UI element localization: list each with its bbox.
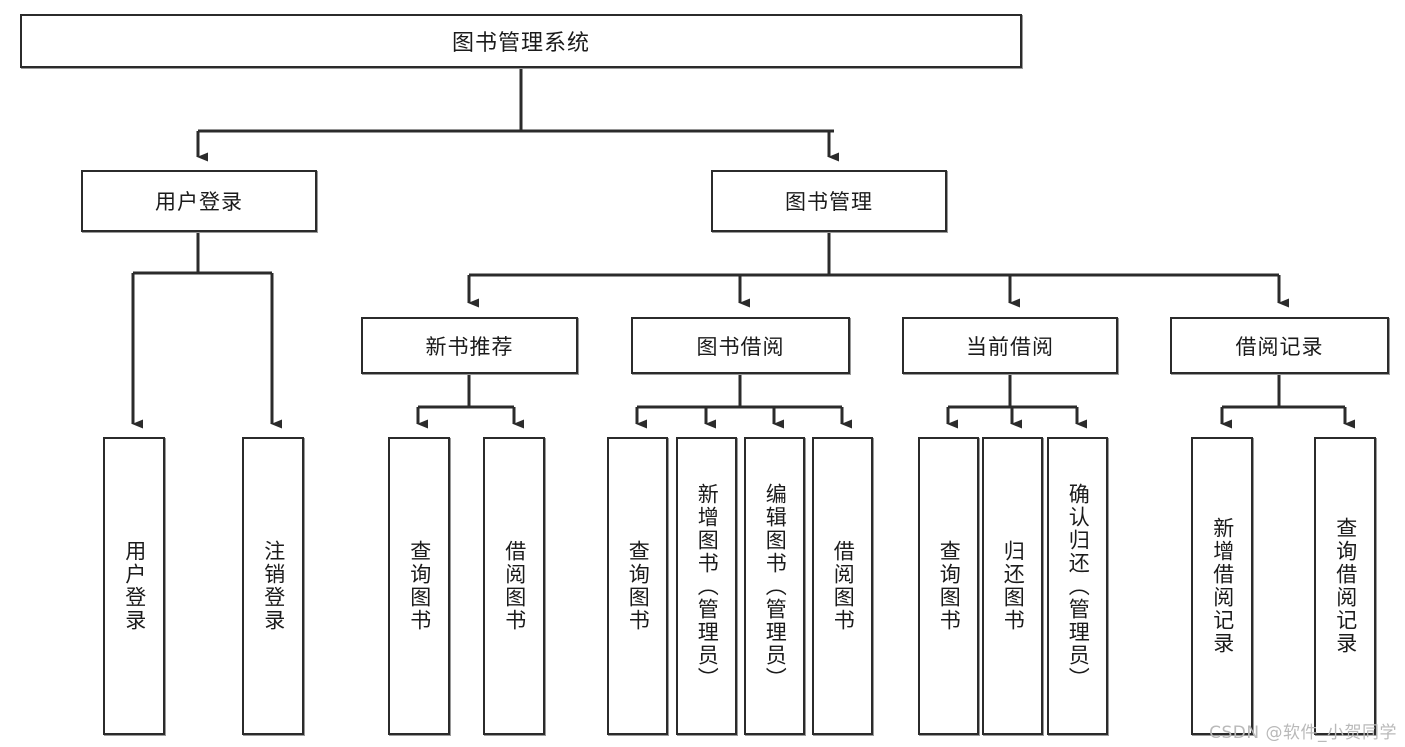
node-leaf-query-book-2-label: 查询图书 [626,540,651,632]
node-leaf-query-book-1-label: 查询图书 [407,540,432,632]
node-user-login-label: 用户登录 [155,190,243,214]
node-leaf-return-book[interactable]: 归还图书 [982,437,1043,735]
node-book-manage-label: 图书管理 [785,190,873,214]
node-leaf-borrow-book-1-label: 借阅图书 [502,540,527,632]
node-leaf-query-book-1[interactable]: 查询图书 [388,437,450,735]
node-book-manage[interactable]: 图书管理 [711,170,947,232]
node-leaf-query-record-label: 查询借阅记录 [1333,517,1358,655]
node-leaf-user-logout[interactable]: 注销登录 [242,437,304,735]
node-book-borrow-label: 图书借阅 [696,334,785,359]
node-leaf-user-login-label: 用户登录 [122,540,147,632]
node-leaf-confirm-return-label: 确认归还（管理员） [1066,482,1091,690]
node-leaf-query-record[interactable]: 查询借阅记录 [1314,437,1376,735]
node-leaf-query-book-3-label: 查询图书 [937,540,962,632]
node-leaf-return-book-label: 归还图书 [1001,540,1026,632]
node-leaf-confirm-return[interactable]: 确认归还（管理员） [1047,437,1108,735]
node-leaf-edit-book-label: 编辑图书（管理员） [763,482,788,690]
node-new-book-rec[interactable]: 新书推荐 [361,317,578,374]
node-leaf-borrow-book-2-label: 借阅图书 [831,540,856,632]
node-leaf-borrow-book-1[interactable]: 借阅图书 [483,437,545,735]
node-leaf-borrow-book-2[interactable]: 借阅图书 [812,437,873,735]
node-root-label: 图书管理系统 [451,31,590,56]
node-book-borrow[interactable]: 图书借阅 [631,317,850,374]
node-leaf-query-book-3[interactable]: 查询图书 [918,437,979,735]
node-leaf-edit-book[interactable]: 编辑图书（管理员） [744,437,805,735]
node-leaf-query-book-2[interactable]: 查询图书 [607,437,668,735]
node-leaf-add-record-label: 新增借阅记录 [1210,517,1235,655]
node-leaf-add-record[interactable]: 新增借阅记录 [1191,437,1253,735]
node-leaf-add-book-label: 新增图书（管理员） [695,482,720,690]
node-root-system[interactable]: 图书管理系统 [20,14,1022,68]
node-leaf-add-book[interactable]: 新增图书（管理员） [676,437,737,735]
node-leaf-user-logout-label: 注销登录 [261,540,286,632]
node-user-login[interactable]: 用户登录 [81,170,317,232]
node-new-book-rec-label: 新书推荐 [425,334,514,359]
watermark-text: CSDN @软件_小贺同学 [1209,723,1397,743]
node-borrow-record-label: 借阅记录 [1235,334,1324,359]
node-current-borrow[interactable]: 当前借阅 [902,317,1118,374]
node-leaf-user-login[interactable]: 用户登录 [103,437,165,735]
node-current-borrow-label: 当前借阅 [966,334,1054,359]
node-borrow-record[interactable]: 借阅记录 [1170,317,1389,374]
